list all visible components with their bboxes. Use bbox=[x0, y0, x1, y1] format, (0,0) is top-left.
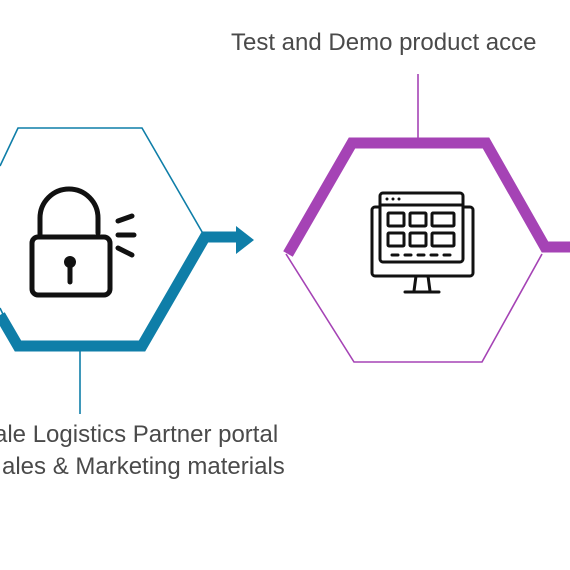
unlocked-padlock-icon bbox=[29, 186, 137, 298]
step-1-label-line-1: ale Logistics Partner portal bbox=[0, 421, 278, 448]
step-1-label: ale Logistics Partner portal ales & Mark… bbox=[0, 421, 285, 480]
step-2-hexagon-outline bbox=[285, 253, 543, 363]
step-2-hexagon-bracket bbox=[283, 137, 570, 257]
step-2-label: Test and Demo product acce bbox=[231, 29, 537, 56]
step-1: ale Logistics Partner portal ales & Mark… bbox=[0, 127, 285, 480]
step-1-arrow-head bbox=[236, 226, 254, 254]
step-2-label-line-1: Test and Demo product acce bbox=[231, 29, 537, 56]
step-1-hexagon-bracket bbox=[0, 231, 236, 352]
monitor-dashboard-icon bbox=[370, 191, 475, 294]
step-1-label-line-2: ales & Marketing materials bbox=[2, 453, 285, 480]
step-2: Test and Demo product acce bbox=[231, 29, 570, 363]
